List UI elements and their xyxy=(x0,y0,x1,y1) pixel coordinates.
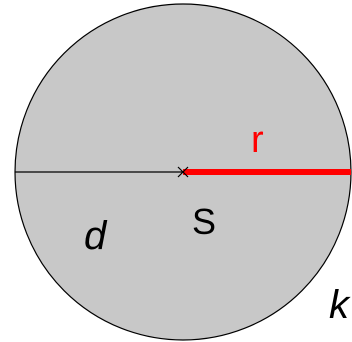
circle-label: k xyxy=(329,283,351,327)
diameter-label: d xyxy=(84,214,108,258)
center-label: S xyxy=(192,201,216,242)
center-point-marker xyxy=(177,166,189,178)
radius-label: r xyxy=(251,119,264,161)
